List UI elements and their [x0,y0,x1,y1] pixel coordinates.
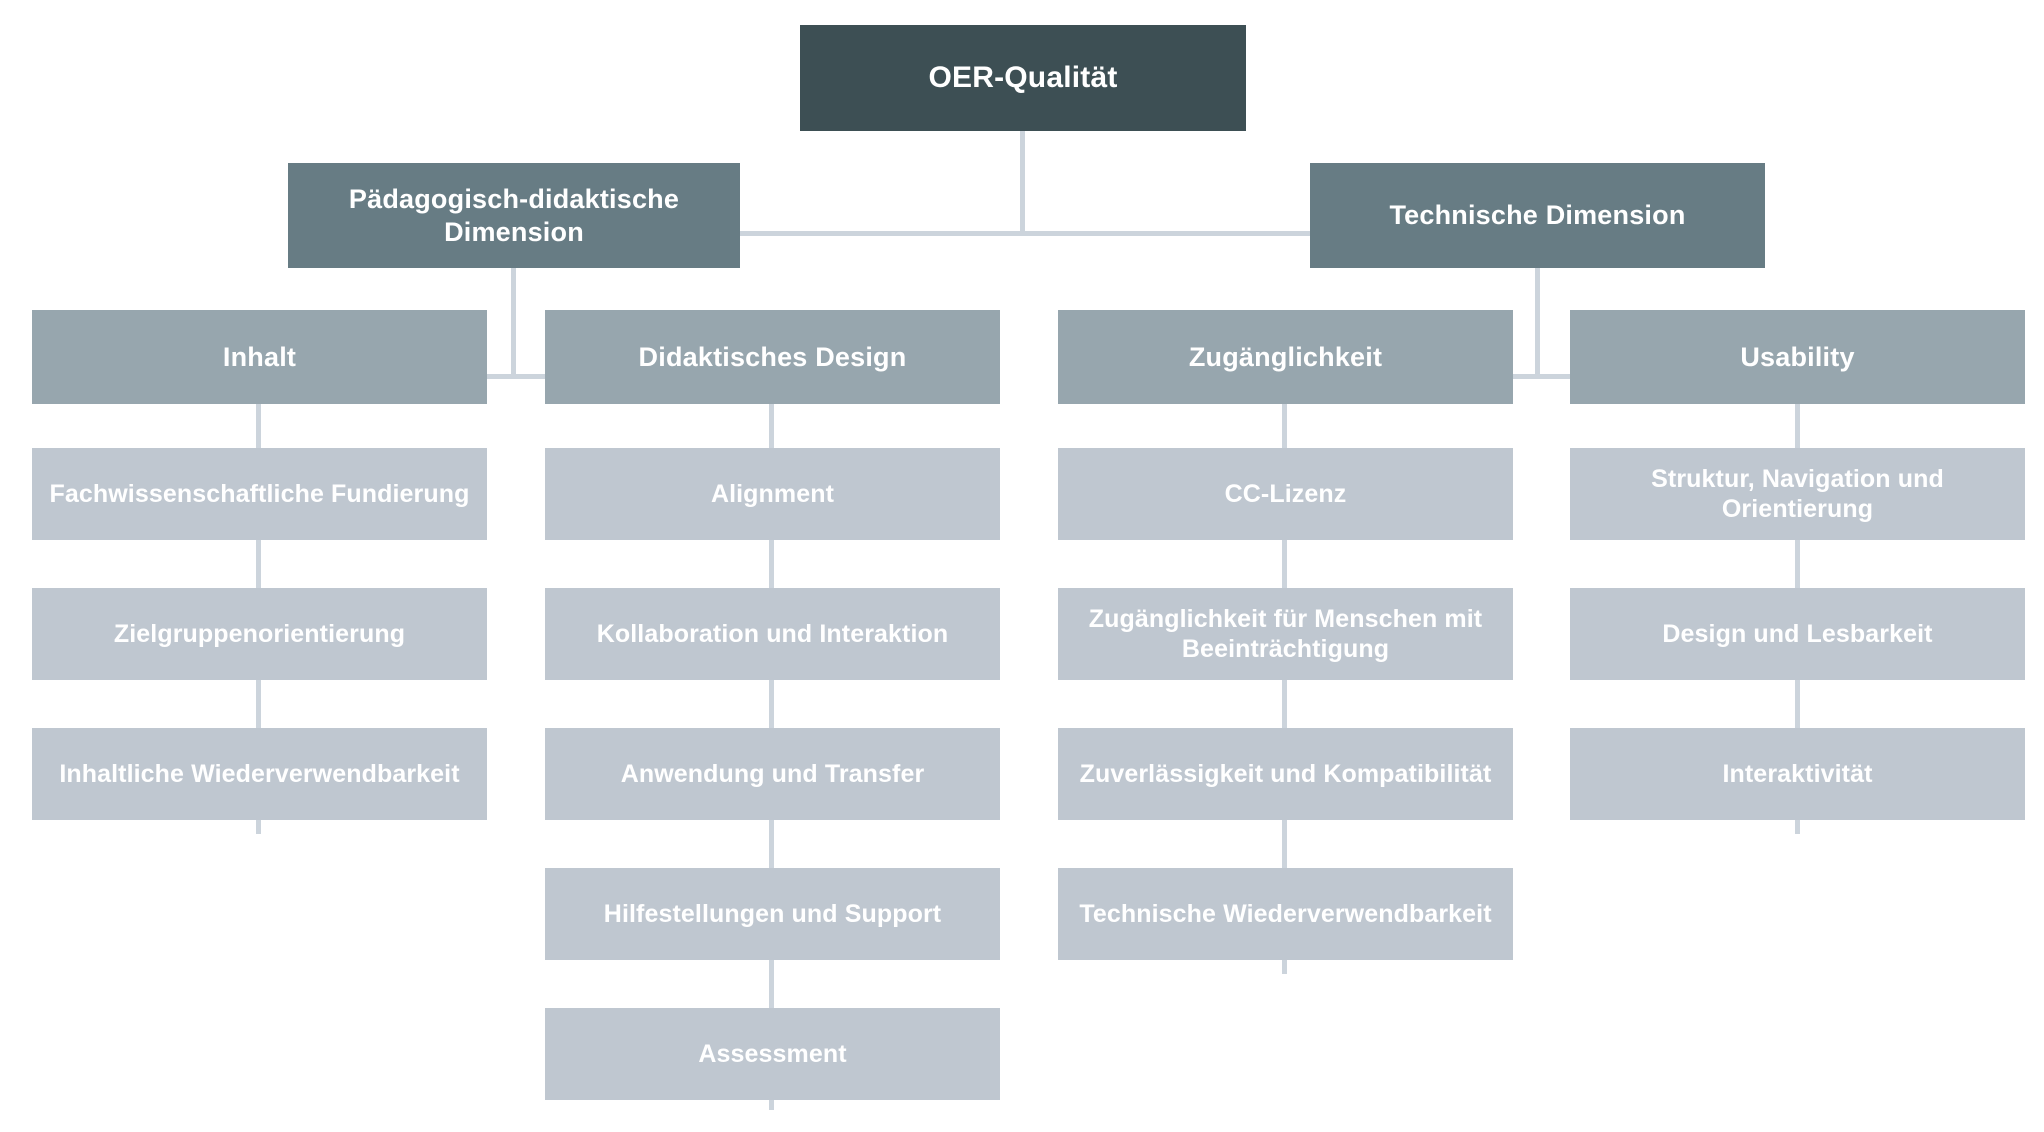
node-root-oer-qualitaet[interactable]: OER-Qualität [800,25,1246,131]
node-leaf-kollaboration-und-interaktion[interactable]: Kollaboration und Interaktion [545,588,1000,680]
node-leaf-interaktivitaet[interactable]: Interaktivität [1570,728,2025,820]
node-leaf-cc-lizenz[interactable]: CC-Lizenz [1058,448,1513,540]
connector-dim2-bar [1397,374,1685,379]
node-category-usability[interactable]: Usability [1570,310,2025,404]
node-leaf-assessment[interactable]: Assessment [545,1008,1000,1100]
connector-root-bar [737,231,1313,236]
node-leaf-design-und-lesbarkeit[interactable]: Design und Lesbarkeit [1570,588,2025,680]
node-dimension-technische[interactable]: Technische Dimension [1310,163,1765,268]
node-dimension-paedagogisch-didaktische[interactable]: Pädagogisch-didaktische Dimension [288,163,740,268]
node-leaf-fachwissenschaftliche-fundierung[interactable]: Fachwissenschaftliche Fundierung [32,448,487,540]
node-leaf-zielgruppenorientierung[interactable]: Zielgruppenorientierung [32,588,487,680]
node-leaf-zuverlaessigkeit-und-kompatibilitaet[interactable]: Zuverlässigkeit und Kompatibilität [1058,728,1513,820]
node-leaf-inhaltliche-wiederverwendbarkeit[interactable]: Inhaltliche Wiederverwendbarkeit [32,728,487,820]
node-leaf-technische-wiederverwendbarkeit[interactable]: Technische Wiederverwendbarkeit [1058,868,1513,960]
node-leaf-alignment[interactable]: Alignment [545,448,1000,540]
node-leaf-anwendung-und-transfer[interactable]: Anwendung und Transfer [545,728,1000,820]
node-category-inhalt[interactable]: Inhalt [32,310,487,404]
connector-spine-zugaenglichkeit [1282,404,1287,974]
connector-dim1-stem [511,268,516,378]
node-category-didaktisches-design[interactable]: Didaktisches Design [545,310,1000,404]
connector-root-stem [1020,130,1025,235]
node-leaf-hilfestellungen-und-support[interactable]: Hilfestellungen und Support [545,868,1000,960]
node-leaf-zugaenglichkeit-fuer-menschen-mit-beeintraechtigung[interactable]: Zugänglichkeit für Menschen mit Beeinträ… [1058,588,1513,680]
node-category-zugaenglichkeit[interactable]: Zugänglichkeit [1058,310,1513,404]
node-leaf-struktur-navigation-und-orientierung[interactable]: Struktur, Navigation und Orientierung [1570,448,2025,540]
connector-dim1-bar [372,374,660,379]
connector-dim2-stem [1535,268,1540,378]
